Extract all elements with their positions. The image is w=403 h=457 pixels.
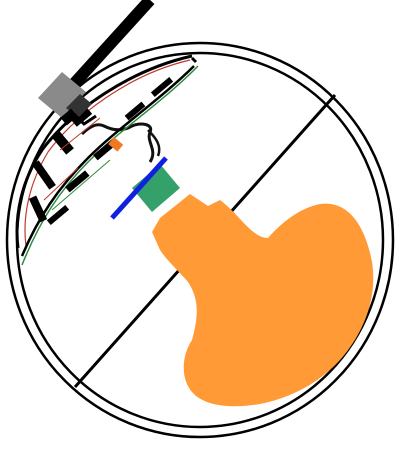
flex-cable bbox=[80, 122, 155, 163]
sensor-pad bbox=[152, 194, 374, 407]
sensor-window bbox=[110, 156, 180, 220]
orange-marker bbox=[108, 137, 124, 152]
probe-cable bbox=[67, 0, 155, 91]
circuit-board bbox=[15, 54, 199, 266]
flex-cable-branch bbox=[147, 129, 161, 157]
probe-connector bbox=[38, 72, 97, 126]
